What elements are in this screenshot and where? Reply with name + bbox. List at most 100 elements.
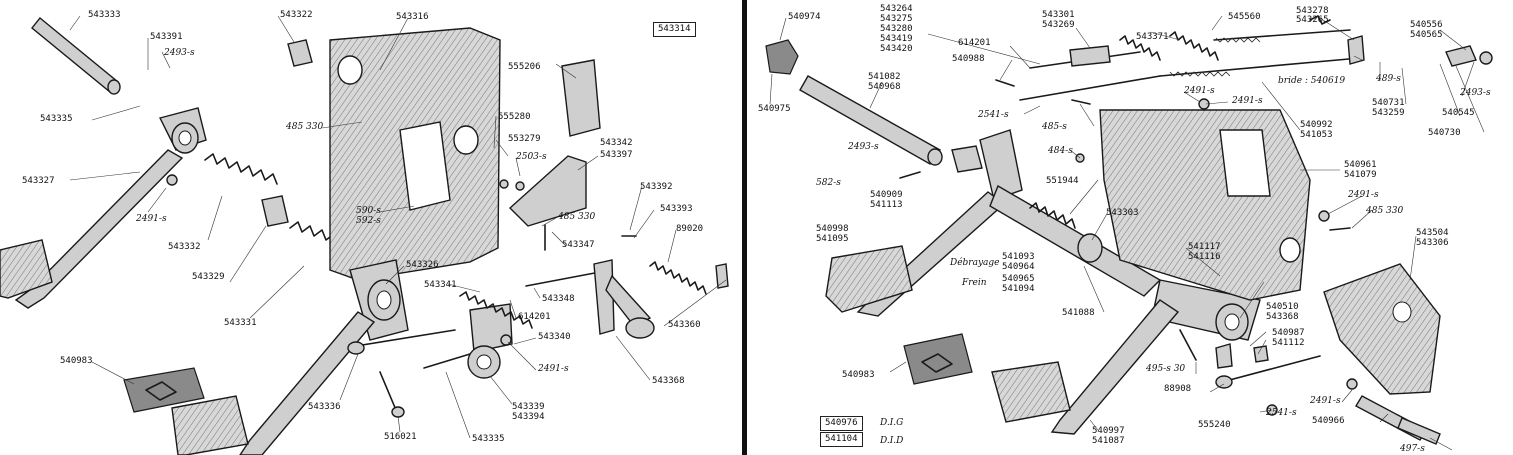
part-label: 484-s xyxy=(1048,146,1073,156)
part-label: 2541-s xyxy=(1266,408,1297,418)
part-label: 543326 xyxy=(406,260,439,270)
part-label: 543341 xyxy=(424,280,457,290)
part-label: 540730 xyxy=(1428,128,1461,138)
part-label: 543331 xyxy=(224,318,257,328)
part-label: 543420 xyxy=(880,44,913,54)
part-label: 543335 xyxy=(40,114,73,124)
part-label: 592-s xyxy=(356,216,381,226)
part-label: 543360 xyxy=(668,320,701,330)
part-label: 543348 xyxy=(542,294,575,304)
part-label: 543327 xyxy=(22,176,55,186)
part-label: 540974 xyxy=(788,12,821,22)
part-label: 540987 xyxy=(1272,328,1305,338)
part-label: 555206 xyxy=(508,62,541,72)
part-label: 543392 xyxy=(640,182,673,192)
part-label: 541082 xyxy=(868,72,901,82)
part-label: 543342 xyxy=(600,138,633,148)
part-label: 541113 xyxy=(870,200,903,210)
part-label: Débrayage xyxy=(950,258,1000,268)
part-label: 2493-s xyxy=(1460,88,1491,98)
part-label: 543306 xyxy=(1416,238,1449,248)
part-label: 543335 xyxy=(472,434,505,444)
part-label: 540968 xyxy=(868,82,901,92)
part-label: 541093 xyxy=(1002,252,1035,262)
part-label: 540556 xyxy=(1410,20,1443,30)
part-label: 541117 xyxy=(1188,242,1221,252)
part-label: 543371 xyxy=(1136,32,1169,42)
part-label: 489-s xyxy=(1376,74,1401,84)
part-label: 540961 xyxy=(1344,160,1377,170)
part-label: 543322 xyxy=(280,10,313,20)
part-label: 555240 xyxy=(1198,420,1231,430)
part-label: 2491-s xyxy=(1184,86,1215,96)
part-label: 543333 xyxy=(88,10,121,20)
part-label: 543264 xyxy=(880,4,913,14)
part-label: 541095 xyxy=(816,234,849,244)
part-label: 540545 xyxy=(1442,108,1475,118)
left-title-box: 543314 xyxy=(653,22,696,37)
part-label: 543332 xyxy=(168,242,201,252)
part-label: 88908 xyxy=(1164,384,1192,394)
part-label: 540964 xyxy=(1002,262,1035,272)
part-label: 555280 xyxy=(498,112,531,122)
part-label: 543394 xyxy=(512,412,545,422)
part-label: 553279 xyxy=(508,134,541,144)
part-label: 540975 xyxy=(758,104,791,114)
right-leader-lines xyxy=(769,15,1485,451)
part-label: 540565 xyxy=(1410,30,1443,40)
part-label: 540997 xyxy=(1092,426,1125,436)
part-label: 551944 xyxy=(1046,176,1079,186)
panel-divider xyxy=(742,0,747,455)
part-label: 543265 xyxy=(1296,15,1329,25)
part-label: 543347 xyxy=(562,240,595,250)
variant-note: D.I.D xyxy=(880,436,904,446)
part-label: 543329 xyxy=(192,272,225,282)
part-label: 2493-s xyxy=(848,142,879,152)
part-label: 541094 xyxy=(1002,284,1035,294)
part-label: 543339 xyxy=(512,402,545,412)
part-label: Frein xyxy=(962,278,987,288)
part-label: 543397 xyxy=(600,150,633,160)
part-label: 614201 xyxy=(958,38,991,48)
part-label: 541112 xyxy=(1272,338,1305,348)
part-label: 540992 xyxy=(1300,120,1333,130)
part-label: 582-s xyxy=(816,178,841,188)
part-label: bride : 540619 xyxy=(1278,76,1346,86)
part-label: 497-s xyxy=(1400,444,1425,454)
part-label: 614201 xyxy=(518,312,551,322)
part-label: 541116 xyxy=(1188,252,1221,262)
part-label: 2493-s xyxy=(164,48,195,58)
part-label: 2541-s xyxy=(978,110,1009,120)
part-label: 543504 xyxy=(1416,228,1449,238)
part-label: 543316 xyxy=(396,12,429,22)
part-label: 543336 xyxy=(308,402,341,412)
part-label: 2503-s xyxy=(516,152,547,162)
part-label: 545560 xyxy=(1228,12,1261,22)
part-label: 540965 xyxy=(1002,274,1035,284)
part-label: 485 330 xyxy=(558,212,596,222)
left-exploded-view xyxy=(0,17,729,455)
part-label: 540966 xyxy=(1312,416,1345,426)
part-label: 543368 xyxy=(1266,312,1299,322)
part-label: 541088 xyxy=(1062,308,1095,318)
part-label: 2491-s xyxy=(1232,96,1263,106)
left-leader-lines xyxy=(69,15,727,439)
part-label: 543393 xyxy=(660,204,693,214)
part-label: 543340 xyxy=(538,332,571,342)
part-label: 89020 xyxy=(676,224,704,234)
part-label: 543419 xyxy=(880,34,913,44)
part-label: 541053 xyxy=(1300,130,1333,140)
part-label: 485-s xyxy=(1042,122,1067,132)
part-label: 540510 xyxy=(1266,302,1299,312)
part-label: 540983 xyxy=(60,356,93,366)
part-label: 540998 xyxy=(816,224,849,234)
part-label: 540988 xyxy=(952,54,985,64)
variant-note: D.I.G xyxy=(880,418,904,428)
part-label: 543269 xyxy=(1042,20,1075,30)
part-label: 495-s 30 xyxy=(1146,364,1186,374)
part-label: 2491-s xyxy=(136,214,167,224)
part-label: 540731 xyxy=(1372,98,1405,108)
part-label: 543275 xyxy=(880,14,913,24)
